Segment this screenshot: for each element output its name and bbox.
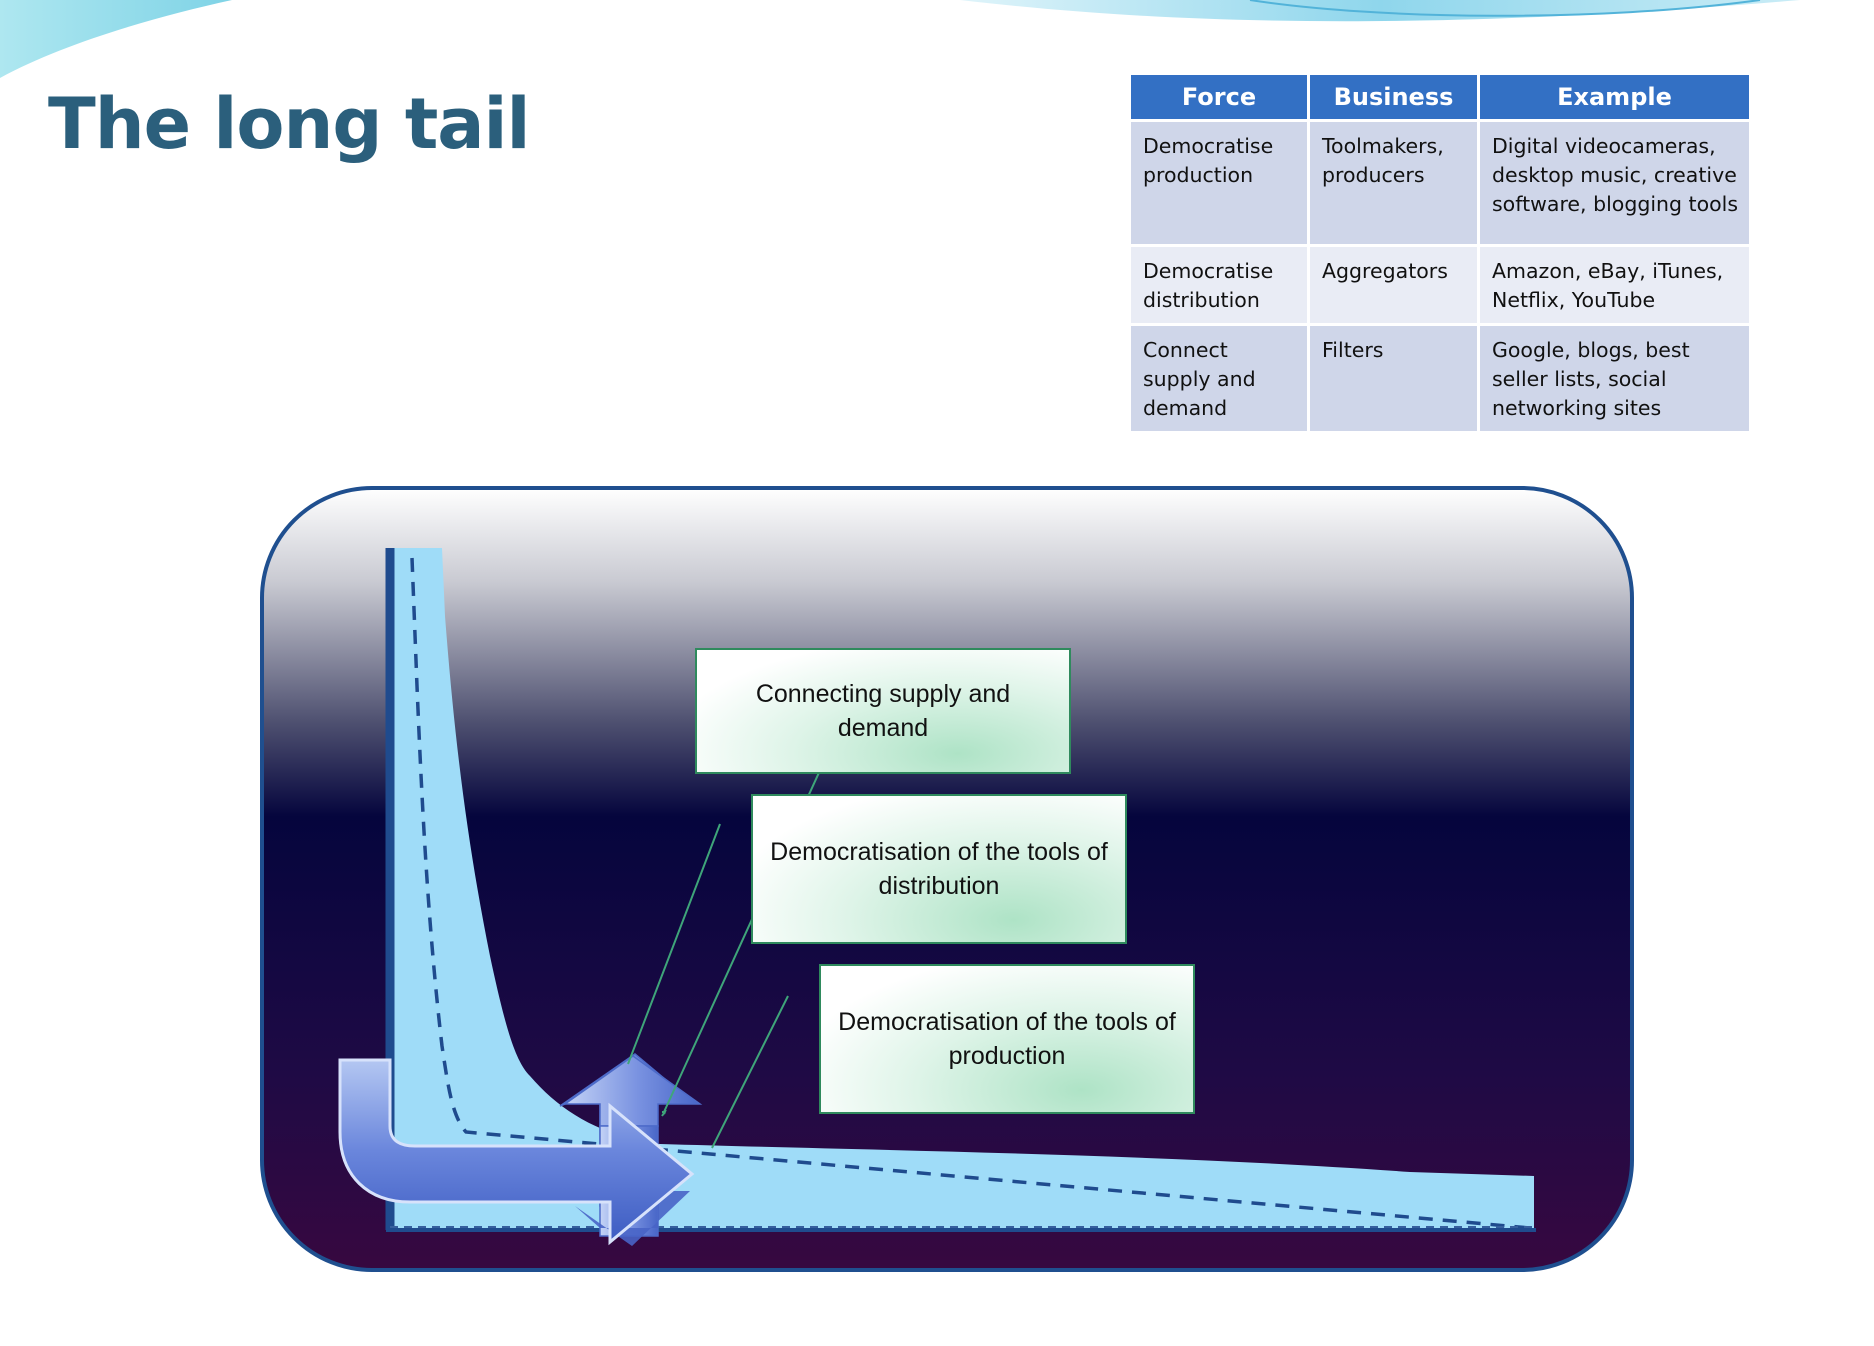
table-cell: Connect supply and demand	[1131, 326, 1307, 431]
header-force: Force	[1131, 75, 1307, 119]
table-cell: Democratise production	[1131, 122, 1307, 244]
bent-arrow-icon	[338, 1058, 695, 1246]
table-header-row: Force Business Example	[1131, 75, 1749, 119]
top-wave-decoration	[0, 0, 1800, 78]
label-distribution-tools: Democratisation of the tools of distribu…	[751, 794, 1127, 944]
table-cell: Filters	[1310, 326, 1477, 431]
table-cell: Aggregators	[1310, 247, 1477, 323]
header-example: Example	[1480, 75, 1749, 119]
table-cell: Democratise distribution	[1131, 247, 1307, 323]
table-row: Democratise production Toolmakers, produ…	[1131, 122, 1749, 244]
label-connecting-supply-demand: Connecting supply and demand	[695, 648, 1071, 774]
table-cell: Toolmakers, producers	[1310, 122, 1477, 244]
table-cell: Digital videocameras, desktop music, cre…	[1480, 122, 1749, 244]
table-cell: Google, blogs, best seller lists, social…	[1480, 326, 1749, 431]
long-tail-diagram: Connecting supply and demand Democratisa…	[260, 486, 1640, 1286]
slide-title: The long tail	[48, 83, 531, 165]
label-production-tools: Democratisation of the tools of producti…	[819, 964, 1195, 1114]
table-row: Democratise distribution Aggregators Ama…	[1131, 247, 1749, 323]
header-business: Business	[1310, 75, 1477, 119]
table-row: Connect supply and demand Filters Google…	[1131, 326, 1749, 431]
table-cell: Amazon, eBay, iTunes, Netflix, YouTube	[1480, 247, 1749, 323]
forces-table: Force Business Example Democratise produ…	[1128, 72, 1752, 434]
dashed-curve-line	[410, 557, 1531, 1230]
